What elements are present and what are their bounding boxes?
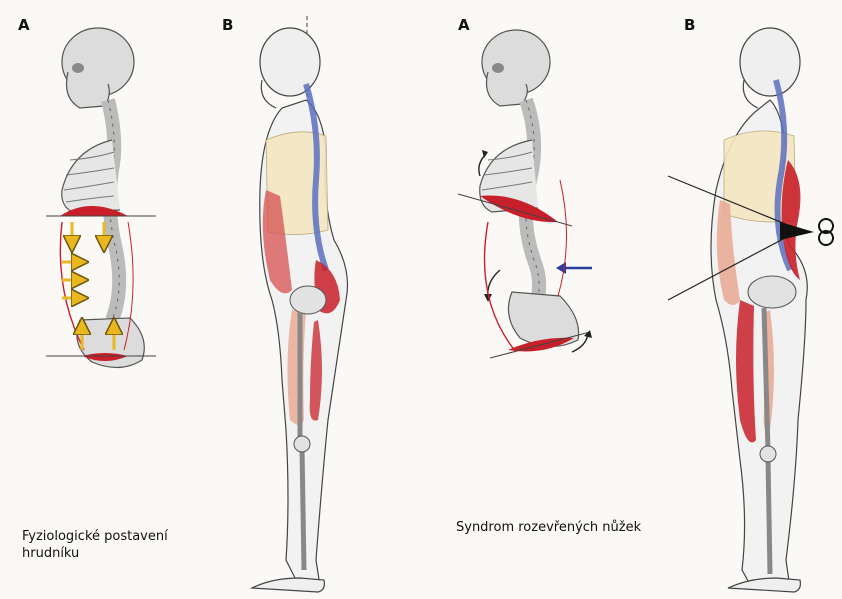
caption-line-1: Fyziologické postavení — [22, 528, 168, 545]
figure-left-b-body — [252, 16, 348, 592]
figure-right-a-skeleton — [458, 30, 592, 358]
figure-left-a-skeleton — [46, 28, 156, 368]
caption-physiological-thorax: Fyziologické postavení hrudníku — [22, 528, 168, 562]
figure-right-b-body — [668, 28, 833, 592]
caption-open-scissors-syndrome: Syndrom rozevřených nůžek — [456, 519, 641, 536]
caption-line-2: hrudníku — [22, 545, 168, 562]
